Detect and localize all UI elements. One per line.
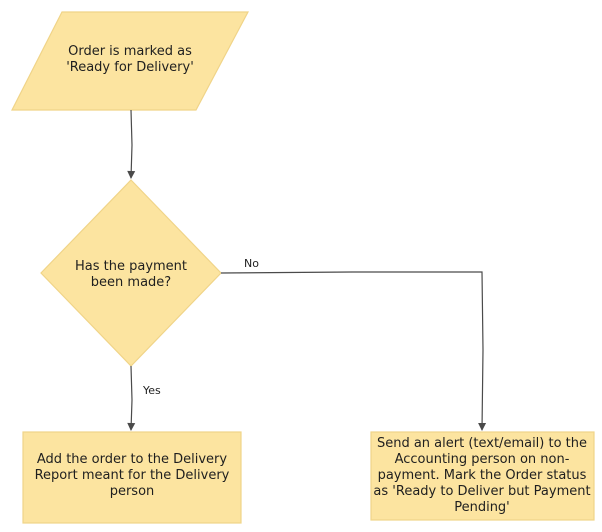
no-action-text: Send an alert (text/email) to the Accoun… (373, 436, 591, 515)
edge-start-to-decision (127, 109, 136, 179)
yes-action-box (22, 431, 242, 524)
start-node-text: Order is marked as 'Ready for Delivery' (66, 44, 194, 75)
start-node-parallelogram (11, 11, 249, 111)
no-edge-label: No (244, 257, 259, 270)
yes-action-text: Add the order to the Delivery Report mea… (34, 452, 230, 499)
no-action-box (370, 431, 595, 521)
yes-edge-label: Yes (143, 384, 161, 397)
decision-node-text: Has the payment been made? (74, 259, 188, 290)
edge-decision-to-no (220, 271, 487, 431)
edge-decision-to-yes (127, 365, 136, 431)
